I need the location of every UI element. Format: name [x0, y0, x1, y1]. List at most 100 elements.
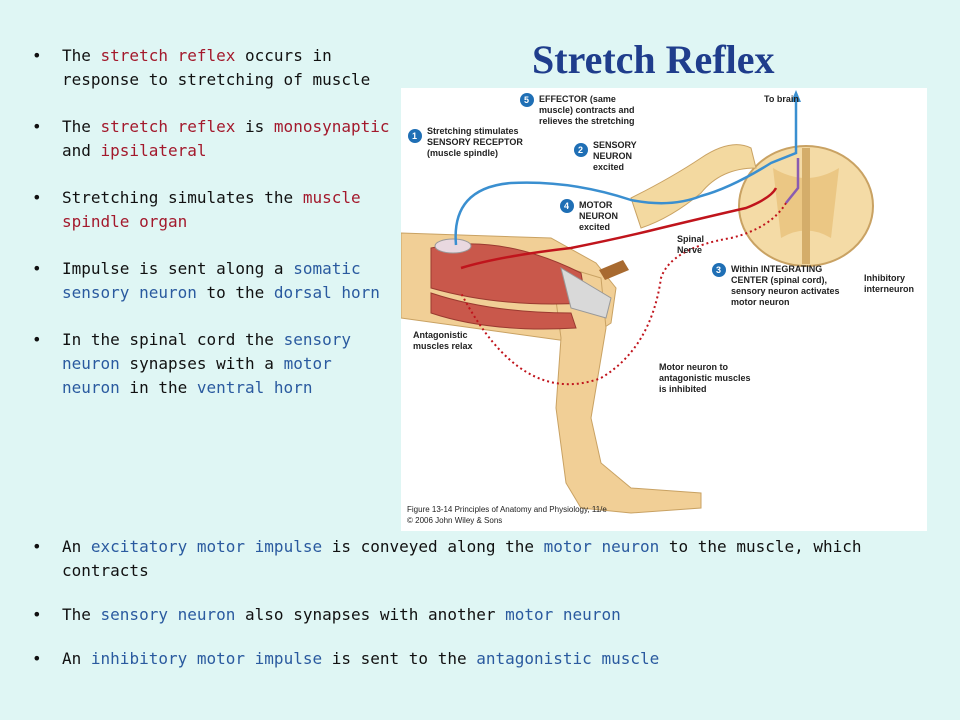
- bullet-text: Impulse is sent along a: [62, 259, 294, 278]
- svg-text:Spinal: Spinal: [677, 234, 704, 244]
- svg-text:© 2006 John Wiley & Sons: © 2006 John Wiley & Sons: [407, 516, 502, 525]
- bullet-item: • An inhibitory motor impulse is sent to …: [32, 647, 932, 671]
- svg-text:relieves the stretching: relieves the stretching: [539, 116, 635, 126]
- inhibitory-interneuron-path: [785, 158, 800, 204]
- bullet-text: is: [235, 117, 274, 136]
- bullet-item: • Stretching simulates the muscle spindle…: [32, 186, 394, 234]
- highlighted-term: stretch reflex: [100, 117, 236, 136]
- bullet-marker: •: [32, 117, 42, 136]
- bullet-text: The: [62, 605, 101, 624]
- stretch-reflex-diagram: To brain 1 Stretching stimulates SENSORY…: [401, 88, 927, 531]
- diagram-svg: To brain 1 Stretching stimulates SENSORY…: [401, 90, 914, 525]
- svg-text:(muscle spindle): (muscle spindle): [427, 148, 498, 158]
- bullet-text: to the muscle, which contracts: [62, 537, 862, 580]
- svg-text:Stretching stimulates: Stretching stimulates: [427, 126, 519, 136]
- highlighted-term: sensory neuron: [100, 605, 236, 624]
- highlighted-term: ipsilateral: [100, 141, 207, 160]
- bullet-item: • In the spinal cord the sensory neuron s…: [32, 328, 394, 400]
- bullet-text: occurs in response to stretching of musc…: [62, 46, 371, 89]
- bullet-text: An: [62, 649, 91, 668]
- step-3-label: 3 Within INTEGRATING CENTER (spinal cord…: [712, 263, 840, 307]
- highlighted-term: motor neuron: [505, 605, 621, 624]
- highlighted-term: motor neuron: [62, 354, 332, 397]
- bullet-text: to the: [196, 283, 274, 302]
- svg-text:Antagonistic: Antagonistic: [413, 330, 468, 340]
- highlighted-term: antagonistic muscle: [476, 649, 660, 668]
- svg-text:interneuron: interneuron: [864, 284, 914, 294]
- highlighted-term: monosynaptic: [273, 117, 390, 136]
- bullet-item: • The sensory neuron also synapses with a…: [32, 603, 932, 627]
- highlighted-term: inhibitory motor impulse: [90, 649, 323, 668]
- bullet-text: The: [62, 117, 101, 136]
- highlighted-term: ventral horn: [196, 378, 313, 397]
- svg-text:1: 1: [412, 131, 417, 141]
- bullet-text: is conveyed along the: [322, 537, 544, 556]
- bullet-marker: •: [32, 605, 42, 624]
- svg-text:5: 5: [524, 95, 529, 105]
- svg-text:Figure 13-14 Principles of Ana: Figure 13-14 Principles of Anatomy and P…: [407, 505, 607, 514]
- svg-text:EFFECTOR (same: EFFECTOR (same: [539, 94, 616, 104]
- bullet-text: in the: [119, 378, 197, 397]
- highlighted-term: stretch reflex: [100, 46, 236, 65]
- svg-text:muscle) contracts and: muscle) contracts and: [539, 105, 635, 115]
- to-brain-label: To brain: [764, 94, 799, 104]
- svg-text:Motor neuron to: Motor neuron to: [659, 362, 728, 372]
- bullet-marker: •: [32, 46, 42, 65]
- bullet-text: Stretching simulates the: [62, 188, 303, 207]
- svg-text:NEURON: NEURON: [593, 151, 632, 161]
- bullet-item: •The stretch reflex is monosynaptic and …: [32, 115, 394, 163]
- motor-neuron-path: [460, 187, 778, 270]
- bullet-text: and: [62, 141, 101, 160]
- svg-text:antagonistic muscles: antagonistic muscles: [659, 373, 751, 383]
- svg-text:motor neuron: motor neuron: [731, 297, 790, 307]
- step-2-label: 2 SENSORY NEURON excited: [574, 140, 637, 172]
- highlighted-term: dorsal horn: [273, 283, 380, 302]
- leg-illustration: [401, 232, 702, 514]
- step-1-label: 1 Stretching stimulates SENSORY RECEPTOR…: [408, 126, 523, 158]
- bullet-text: An: [62, 537, 91, 556]
- highlighted-term: somatic sensory neuron: [62, 259, 361, 302]
- top-bullet-list: • The stretch reflex occurs in response t…: [32, 44, 394, 423]
- svg-text:4: 4: [564, 201, 569, 211]
- bullet-marker: •: [32, 259, 42, 278]
- bullet-item: • Impulse is sent along a somatic sensory…: [32, 257, 394, 305]
- svg-text:CENTER (spinal cord),: CENTER (spinal cord),: [731, 275, 827, 285]
- svg-text:is inhibited: is inhibited: [659, 384, 707, 394]
- bullet-marker: •: [32, 537, 42, 556]
- bullet-text: The: [62, 46, 101, 65]
- bullet-marker: •: [32, 188, 42, 207]
- bullet-item: • The stretch reflex occurs in response t…: [32, 44, 394, 92]
- bullet-text: In the spinal cord the: [62, 330, 284, 349]
- bullet-item: •An excitatory motor impulse is conveyed…: [32, 535, 932, 583]
- slide-title: Stretch Reflex: [532, 37, 775, 82]
- figure-caption: Figure 13-14 Principles of Anatomy and P…: [407, 505, 607, 525]
- highlighted-term: muscle spindle organ: [62, 188, 361, 231]
- inhibitory-interneuron-label: Inhibitory interneuron: [864, 273, 914, 294]
- motor-neuron-inhibited-label: Motor neuron to antagonistic muscles is …: [659, 362, 751, 394]
- bullet-marker: •: [32, 649, 42, 668]
- bullet-text: synapses with a: [119, 354, 284, 373]
- svg-text:Nerve: Nerve: [677, 245, 702, 255]
- bullet-marker: •: [32, 330, 42, 349]
- svg-text:SENSORY: SENSORY: [593, 140, 637, 150]
- highlighted-term: motor neuron: [543, 537, 660, 556]
- spinal-cord: [738, 145, 874, 267]
- svg-text:muscles relax: muscles relax: [413, 341, 473, 351]
- svg-text:MOTOR: MOTOR: [579, 200, 613, 210]
- svg-text:Within INTEGRATING: Within INTEGRATING: [731, 264, 822, 274]
- svg-text:NEURON: NEURON: [579, 211, 618, 221]
- svg-text:2: 2: [578, 145, 583, 155]
- svg-text:excited: excited: [579, 222, 610, 232]
- svg-text:3: 3: [716, 265, 721, 275]
- svg-text:SENSORY RECEPTOR: SENSORY RECEPTOR: [427, 137, 523, 147]
- bullet-text: is sent to the: [322, 649, 477, 668]
- highlighted-term: sensory neuron: [62, 330, 351, 373]
- step-4-label: 4 MOTOR NEURON excited: [560, 199, 618, 232]
- to-brain-arrow: [791, 90, 801, 102]
- antagonistic-muscles-label: Antagonistic muscles relax: [413, 330, 473, 351]
- svg-text:Inhibitory: Inhibitory: [864, 273, 905, 283]
- svg-text:sensory neuron activates: sensory neuron activates: [731, 286, 840, 296]
- bottom-bullet-list: •An excitatory motor impulse is conveyed…: [32, 535, 932, 691]
- step-5-label: 5 EFFECTOR (same muscle) contracts and r…: [520, 93, 635, 126]
- bullet-text: also synapses with another: [235, 605, 506, 624]
